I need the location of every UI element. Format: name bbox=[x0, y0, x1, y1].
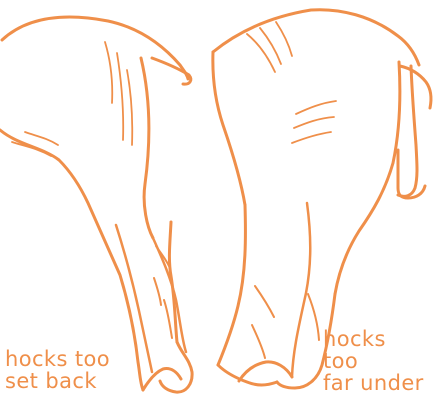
right-shading-leg bbox=[252, 286, 319, 358]
right-gaskin-line bbox=[218, 205, 245, 365]
right-tail-base bbox=[400, 66, 431, 108]
left-shading-thigh bbox=[105, 42, 132, 145]
left-inner-leg-line bbox=[116, 225, 152, 372]
right-tail-tip bbox=[398, 150, 425, 198]
right-shading-rump bbox=[247, 22, 292, 72]
left-shading-belly bbox=[12, 132, 58, 156]
left-rear-pastern bbox=[160, 342, 192, 392]
left-thigh-line bbox=[141, 58, 153, 238]
right-rump-line bbox=[213, 52, 245, 205]
right-rear-hoof bbox=[239, 362, 292, 381]
right-shading-thigh bbox=[292, 101, 336, 143]
right-inner-leg-line bbox=[292, 203, 310, 377]
hocks-set-back-line-2: set back bbox=[5, 370, 110, 392]
left-hindquarter-figure bbox=[0, 17, 192, 392]
hocks-far-under-line-2: too bbox=[323, 350, 424, 372]
hocks-far-under-line-3: far under bbox=[323, 372, 424, 394]
right-thigh-line bbox=[335, 62, 400, 294]
hocks-far-under-line-1: hocks bbox=[323, 328, 424, 350]
hocks-set-back-line-1: hocks too bbox=[5, 348, 110, 370]
left-back-line bbox=[2, 17, 188, 79]
right-back-line bbox=[213, 10, 419, 65]
left-tail bbox=[152, 58, 191, 84]
hocks-far-under-label: hocks too far under bbox=[323, 328, 424, 394]
right-front-hoof bbox=[218, 365, 277, 385]
hocks-set-back-label: hocks too set back bbox=[5, 348, 110, 392]
